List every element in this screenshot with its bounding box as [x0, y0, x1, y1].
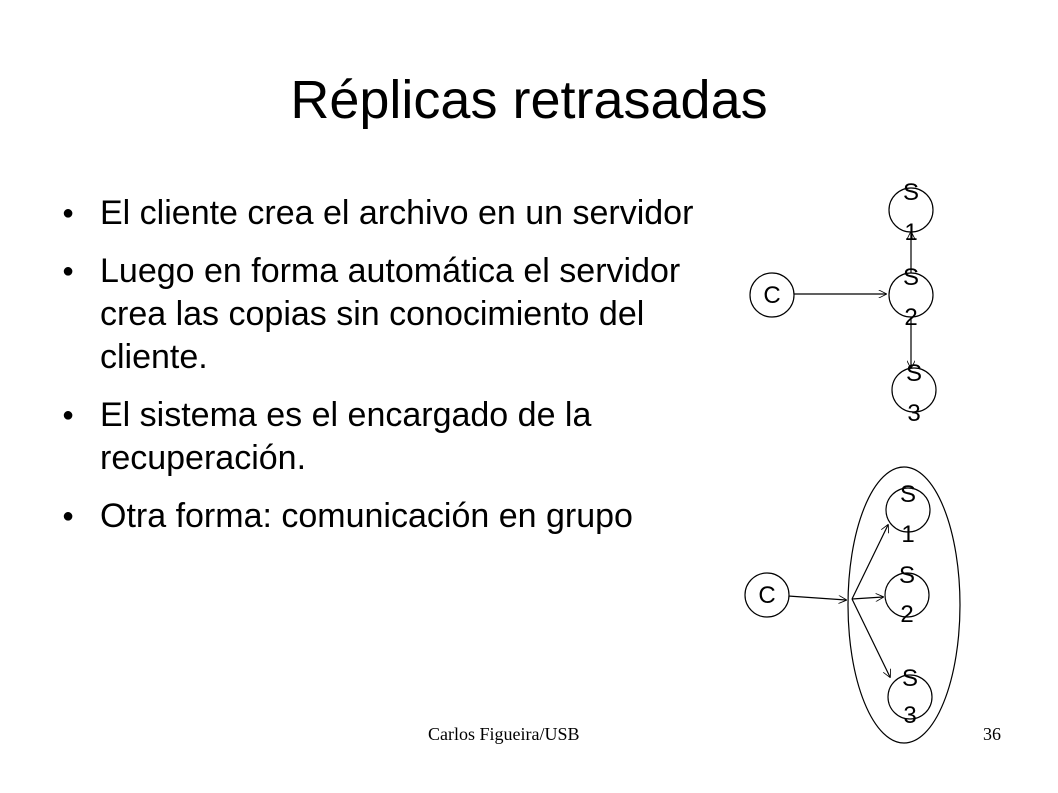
node-s3	[891, 367, 937, 413]
node-s3-letter: S	[902, 665, 918, 692]
edge-c-to-group	[787, 596, 846, 600]
bullet-text: El sistema es el encargado de la recuper…	[100, 396, 592, 477]
node-client-label: C	[763, 282, 780, 309]
edge-group-to-s3	[851, 598, 890, 677]
page-number: 36	[983, 724, 1001, 744]
footer-author: Carlos Figueira/USB	[428, 724, 580, 744]
node-s1-letter: S	[900, 481, 916, 508]
diagram-group-communication: C S 1 S 2 S 3	[744, 466, 961, 744]
node-s3-letter: S	[906, 360, 922, 387]
bullet-item: ● El cliente crea el archivo en un servid…	[58, 192, 698, 235]
edge-group-to-s1	[851, 525, 888, 600]
node-s1-number: 1	[904, 219, 917, 246]
bullet-dot-icon: ●	[62, 202, 75, 224]
node-s2-letter: S	[903, 264, 919, 291]
node-s2-number: 2	[904, 304, 917, 331]
group-ellipse	[847, 466, 961, 744]
bullet-list: ● El cliente crea el archivo en un servid…	[58, 192, 698, 553]
node-client	[749, 272, 795, 318]
node-client-label: C	[758, 582, 775, 609]
node-s3-number: 3	[907, 400, 920, 427]
node-s2	[884, 572, 930, 618]
node-s1	[885, 487, 931, 533]
edge-group-to-s2	[851, 597, 883, 599]
bullet-dot-icon: ●	[62, 505, 75, 527]
bullet-item: ● Otra forma: comunicación en grupo	[58, 495, 698, 538]
node-s1-letter: S	[903, 179, 919, 206]
diagram-chained-replication: C S 1 S 2 S 3	[749, 179, 937, 427]
node-client	[744, 572, 790, 618]
node-s1	[888, 187, 934, 233]
bullet-text: Otra forma: comunicación en grupo	[100, 497, 633, 535]
bullet-item: ● El sistema es el encargado de la recupe…	[58, 394, 698, 480]
node-s1-number: 1	[901, 521, 914, 548]
node-s3-number: 3	[903, 702, 916, 729]
node-s2-number: 2	[900, 601, 913, 628]
slide-title: Réplicas retrasadas	[290, 70, 768, 130]
bullet-text: Luego en forma automática el servidor cr…	[100, 252, 681, 376]
node-s3	[887, 674, 933, 720]
bullet-dot-icon: ●	[62, 260, 75, 282]
node-s2-letter: S	[899, 562, 915, 589]
bullet-item: ● Luego en forma automática el servidor c…	[58, 250, 698, 379]
bullet-text: El cliente crea el archivo en un servido…	[100, 194, 694, 232]
bullet-dot-icon: ●	[62, 404, 75, 426]
node-s2	[888, 272, 934, 318]
